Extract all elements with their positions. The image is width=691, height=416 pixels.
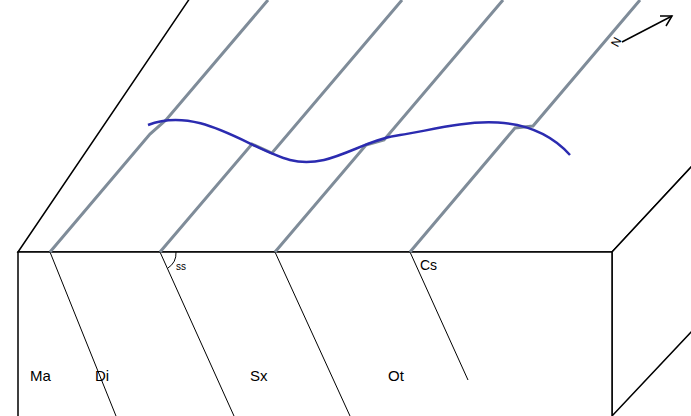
fault-trace [148,120,570,162]
unit-label: Ma [30,368,51,383]
unit-label: Ot [388,368,404,383]
contact-traces [50,0,640,252]
unit-label: Di [95,368,109,383]
unit-label: Sx [250,368,268,383]
side-face [612,165,691,416]
top-face [18,0,691,252]
north-arrow [622,16,672,42]
unit-label: Cs [420,258,437,272]
front-face [18,252,612,416]
angle-label: ss [176,262,186,272]
contact-lines [50,252,468,416]
